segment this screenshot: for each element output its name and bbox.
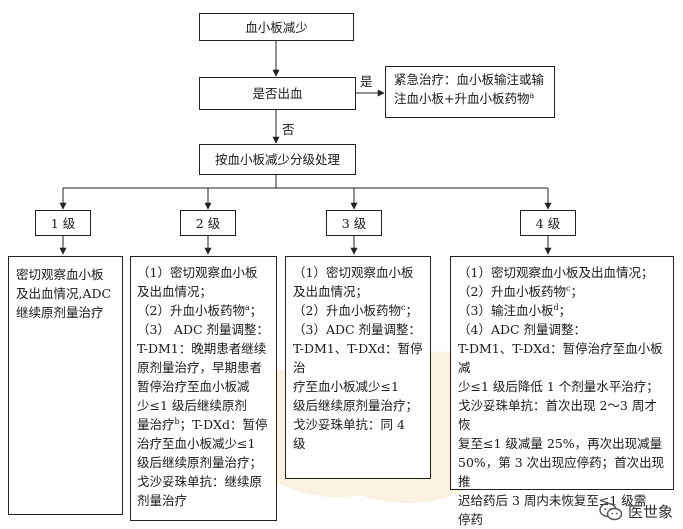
grade-2-line: T-DM1：晚期患者继续	[137, 341, 267, 356]
brand-name: 医世象	[627, 503, 673, 521]
grade-2-line: 治疗至血小板减少≤1	[137, 436, 256, 451]
grade-2-label: 2 级	[180, 210, 236, 236]
grade-4-line: （3）输注血小板d；	[458, 302, 572, 318]
grade-4-line: 50%，第 3 次出现应停药；首次出现推	[458, 455, 665, 489]
grade-3-line: （1）密切观察血小板	[293, 265, 414, 280]
edge-label-yes: 是	[360, 74, 373, 89]
grade-3-detail: （1）密切观察血小板 及出血情况； （2）升血小板药物c； （3）ADC 剂量调…	[285, 256, 431, 479]
grade-2-line: （2）升血小板药物a；	[137, 302, 263, 318]
grade-3-line: 及出血情况；	[293, 284, 369, 299]
brand-watermark: 医世象	[599, 501, 673, 522]
node-start: 血小板减少	[199, 13, 354, 41]
grade-3-line: 级	[293, 436, 306, 451]
grade-3-line: T-DM1、T-DXd：暂停治	[293, 341, 423, 375]
grade-2-line: （1）密切观察血小板	[137, 265, 258, 280]
grade-2-line: 原剂量治疗，早期患者	[137, 360, 263, 375]
grade-3-line: （2）升血小板药物c；	[293, 302, 418, 318]
node-graded: 按血小板减少分级处理	[199, 144, 356, 175]
grade-1-line: 及出血情况,ADC	[16, 286, 112, 301]
grade-4-line: 戈沙妥珠单抗：首次出现 2～3 周才恢	[458, 398, 657, 432]
grade-2-line: （3） ADC 剂量调整：	[137, 322, 270, 337]
grade-2-detail: （1）密切观察血小板 及出血情况； （2）升血小板药物a； （3） ADC 剂量…	[130, 256, 277, 521]
edge-label-no: 否	[282, 122, 295, 137]
grade-1-line: 继续原剂量治疗	[16, 305, 104, 320]
grade-4-line: 迟给药后 3 周内未恢复至≤1 级需	[458, 493, 647, 508]
node-question: 是否出血	[199, 77, 356, 110]
grade-3-label: 3 级	[326, 210, 382, 236]
yes-action-line-2: 注血小板+升血小板药物a	[394, 90, 535, 106]
grade-4-line: 停药	[458, 512, 484, 527]
grade-4-line: T-DM1、T-DXd：暂停治疗至血小板减	[458, 341, 663, 375]
grade-3-line: 戈沙妥珠单抗：同 4	[293, 417, 405, 432]
wechat-icon	[599, 502, 623, 520]
yes-action-line-1: 紧急治疗：血小板输注或输	[394, 72, 545, 87]
grade-2-line: 量治疗b；T-DXd：暂停	[137, 416, 268, 432]
grade-3-line: （3）ADC 剂量调整：	[293, 322, 422, 337]
grade-4-line: （4）ADC 剂量调整：	[458, 322, 587, 337]
grade-2-line: 暂停治疗至血小板减	[137, 379, 250, 394]
grade-4-line: （1）密切观察血小板及出血情况；	[458, 265, 654, 280]
grade-2-line: 少≤1 级后继续原剂	[137, 398, 247, 413]
grade-3-line: 级后继续原剂量治疗；	[293, 398, 419, 413]
grade-1-label: 1 级	[35, 210, 91, 236]
grade-4-label: 4 级	[520, 210, 576, 236]
grade-4-line: （2）升血小板药物c；	[458, 283, 583, 299]
grade-4-line: 复至≤1 级减量 25%，再次出现减量	[458, 436, 663, 451]
grade-4-line: 少≤1 级后降低 1 个剂量水平治疗；	[458, 379, 659, 394]
grade-1-detail: 密切观察血小板 及出血情况,ADC 继续原剂量治疗	[8, 256, 123, 515]
grade-3-line: 疗至血小板减少≤1	[293, 379, 399, 394]
grade-2-line: 及出血情况；	[137, 284, 213, 299]
grade-2-line: 剂量治疗	[137, 493, 188, 508]
grade-1-line: 密切观察血小板	[16, 267, 104, 282]
node-yes-action: 紧急治疗：血小板输注或输 注血小板+升血小板药物a	[385, 66, 555, 118]
grade-2-line: 戈沙妥珠单抗：继续原	[137, 474, 263, 489]
grade-4-detail: （1）密切观察血小板及出血情况； （2）升血小板药物c； （3）输注血小板d； …	[450, 256, 674, 527]
grade-2-line: 级后继续原剂量治疗；	[137, 455, 263, 470]
